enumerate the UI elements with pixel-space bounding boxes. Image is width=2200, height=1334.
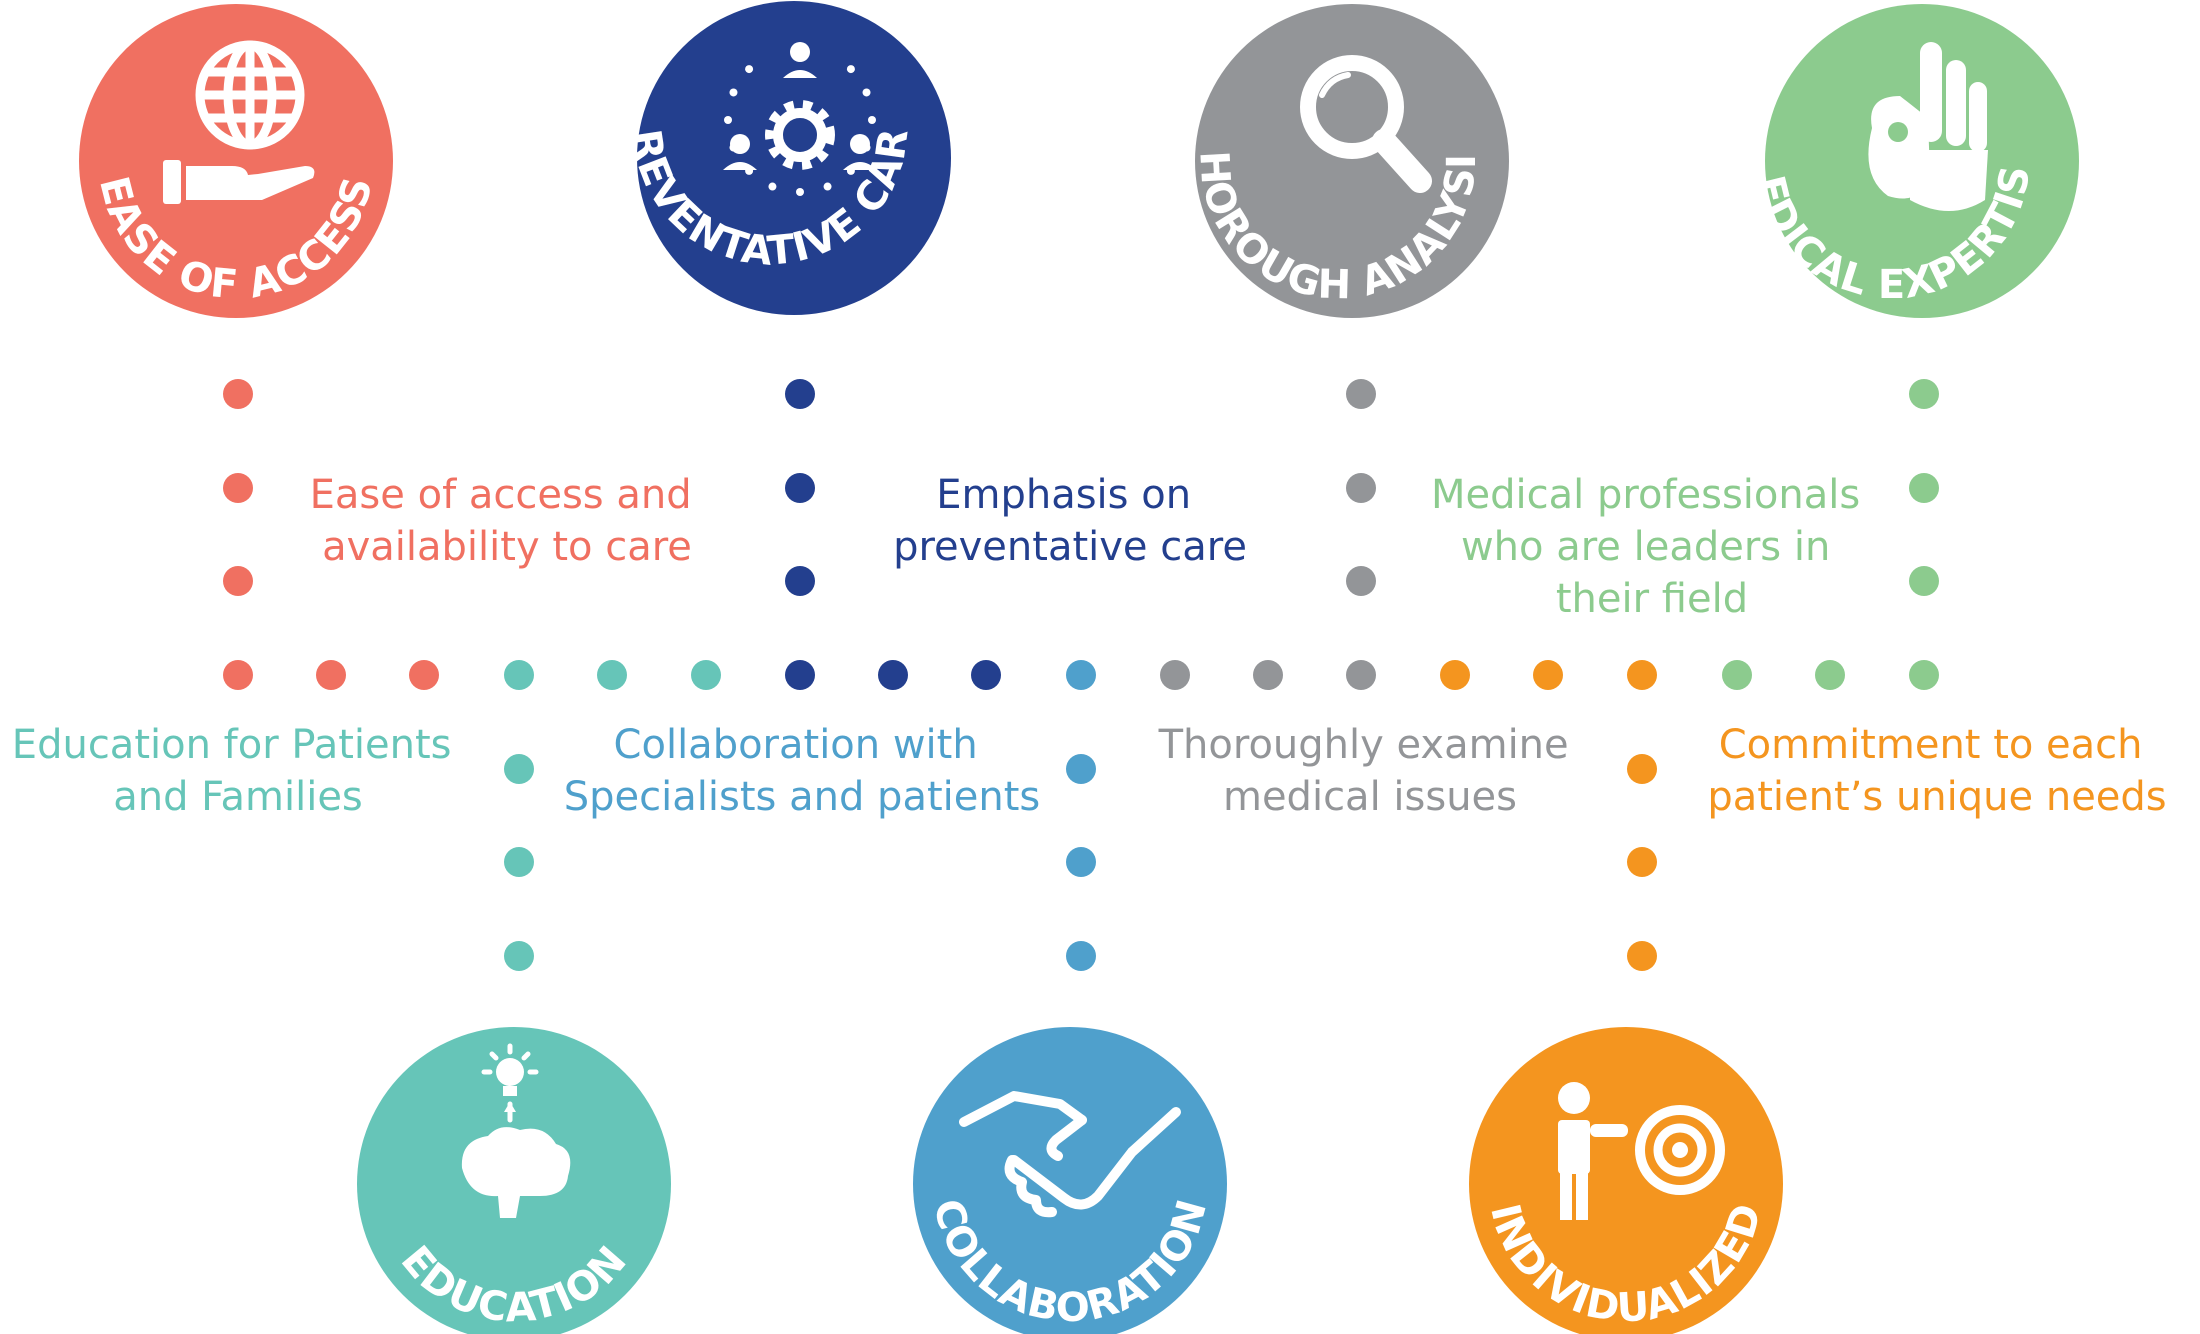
connector-dot [1346,379,1376,409]
connector-dot [1066,754,1096,784]
connector-dot [1533,660,1563,690]
description-education: Education for Patients and Families [12,722,464,820]
decorative-dot [745,65,754,74]
connector-dot [1346,660,1376,690]
dotted-connectors [223,379,1939,971]
decorative-dot [729,88,738,97]
badge-individualized: INDIVIDUALIZED [1469,1027,1783,1334]
globe-in-hand-icon [195,40,305,150]
connector-dot [597,660,627,690]
badge-ease-of-access: EASE OF ACCESS [79,4,393,318]
connector-dot [1160,660,1190,690]
ok-hand-icon [1868,42,1988,211]
description-individualized: Commitment to each patient’s unique need… [1707,722,2166,820]
connector-dot [1346,473,1376,503]
connector-dot [785,660,815,690]
connector-dot [316,660,346,690]
connector-dot [1909,379,1939,409]
connector-dot [1627,754,1657,784]
connector-dot [691,660,721,690]
description-expertise: Medical professionals who are leaders in… [1431,472,1873,622]
connector-dot [504,660,534,690]
connector-dot [878,660,908,690]
connector-dot [504,941,534,971]
badge-ease-circle [79,4,393,318]
gear-with-people-icon [723,42,877,196]
decorative-dot [862,88,871,97]
connector-dot [971,660,1001,690]
decorative-dot [868,116,876,124]
badge-analysis-circle [1195,4,1509,318]
connector-dot [785,473,815,503]
description-analysis: Thoroughly examine medical issues [1158,722,1582,820]
connector-dot [1440,660,1470,690]
connector-dot [1909,660,1939,690]
decorative-dot [745,166,754,175]
connector-dot [1066,660,1096,690]
connector-dot [409,660,439,690]
connector-dot [223,566,253,596]
decorative-dot [724,116,732,124]
connector-dot [1253,660,1283,690]
decorative-dot [768,182,777,191]
connector-dot [223,660,253,690]
connector-dot [1815,660,1845,690]
connector-dot [1066,847,1096,877]
connector-dot [785,379,815,409]
description-collaboration: Collaboration with Specialists and patie… [564,722,1040,820]
person-target-icon [1558,1082,1725,1220]
description-preventative: Emphasis on preventative care [893,472,1247,570]
brain-lightbulb-icon [461,1043,571,1218]
connector-dot [504,847,534,877]
badge-collaboration: COLLABORATION [913,1027,1227,1334]
decorative-dot [796,188,804,196]
badge-education: EDUCATION [357,1027,671,1334]
decorative-dot [729,143,738,152]
connector-dot [785,566,815,596]
decorative-dot [846,166,855,175]
decorative-dot [823,182,832,191]
handshake-icon [959,1091,1181,1218]
hand-icon [163,160,315,204]
decorative-dot [862,143,871,152]
badge-individualized-circle [1469,1027,1783,1334]
decorative-dot [846,65,855,74]
magnifying-glass-icon [1300,55,1432,193]
connector-dot [223,473,253,503]
connector-dot [1066,941,1096,971]
connector-dot [504,754,534,784]
connector-dot [1909,473,1939,503]
connector-dot [1909,566,1939,596]
connector-dot [1627,660,1657,690]
connector-dot [223,379,253,409]
connector-dot [1627,941,1657,971]
connector-dot [1722,660,1752,690]
connector-dot [1627,847,1657,877]
connector-dot [1346,566,1376,596]
description-ease: Ease of access and availability to care [310,472,705,570]
